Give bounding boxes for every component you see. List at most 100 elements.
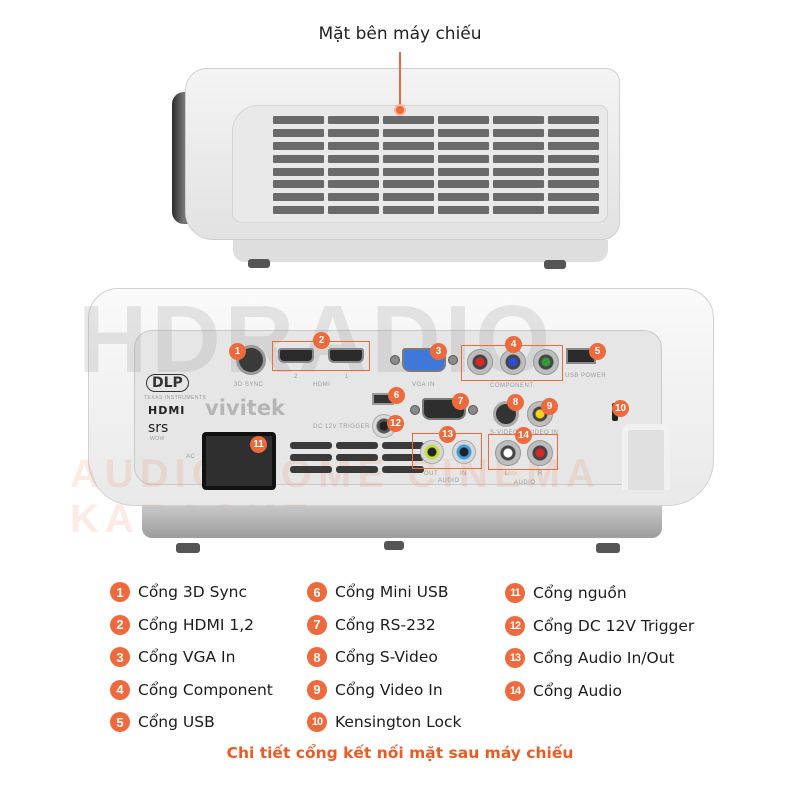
side-view-caption: Mặt bên máy chiếu [318, 24, 482, 44]
legend-number: 9 [307, 679, 327, 700]
audio-l-label: L [505, 471, 509, 477]
hdmi-label: HDMI [313, 382, 331, 388]
legend-item: 11 Cổng nguồn [505, 583, 694, 603]
hdmi-1-label: 1 [345, 374, 349, 380]
component-label: COMPONENT [490, 383, 534, 389]
legend-label: Cổng S-Video [335, 648, 438, 666]
leader-dot [394, 104, 406, 116]
legend-item: 8 Cổng S-Video [307, 647, 461, 667]
audio-lr-label: AUDIO [514, 480, 536, 486]
callout-badge-13: 13 [439, 426, 456, 443]
s-video-label: S-VIDEO [490, 430, 519, 436]
3d-sync-label: 3D SYNC [234, 382, 264, 388]
adjust-foot [596, 543, 620, 553]
hdmi-port-2 [278, 348, 314, 363]
audio-io-label: AUDIO [438, 478, 460, 484]
usb-power-label: USB POWER [565, 373, 607, 379]
callout-badge-10: 10 [612, 400, 629, 417]
legend-item: 3 Cổng VGA In [110, 647, 273, 667]
legend-label: Cổng Component [138, 680, 273, 699]
legend-item: 9 Cổng Video In [307, 679, 461, 700]
legend-number: 13 [505, 648, 525, 668]
dlp-logo: DLP [146, 374, 189, 392]
legend-label: Cổng DC 12V Trigger [533, 616, 695, 635]
legend-item: 14 Cổng Audio [505, 680, 694, 701]
legend-number: 10 [307, 712, 327, 732]
legend-item: 7 Cổng RS-232 [307, 614, 461, 635]
legend-number: 11 [505, 583, 525, 603]
callout-badge-5: 5 [589, 343, 606, 360]
legend-item: 1 Cổng 3D Sync [110, 582, 273, 602]
dlp-logo-sub: TEXAS INSTRUMENTS [144, 395, 207, 401]
component-pr-port [467, 349, 493, 375]
legend-label: Cổng VGA In [138, 648, 236, 666]
legend-item: 13 Cổng Audio In/Out [505, 648, 694, 668]
vga-screw [390, 355, 400, 365]
hdmi-2-label: 2 [294, 374, 298, 380]
component-y-port [533, 349, 559, 375]
legend-item: 6 Cổng Mini USB [307, 582, 461, 602]
legend-label: Cổng HDMI 1,2 [138, 615, 255, 634]
legend-label: Cổng Mini USB [335, 583, 449, 601]
adjust-foot [384, 541, 404, 550]
legend-label: Cổng 3D Sync [138, 583, 247, 601]
legend-item: 4 Cổng Component [110, 679, 273, 700]
callout-badge-8: 8 [507, 394, 524, 411]
legend-number: 5 [110, 712, 130, 732]
callout-badge-7: 7 [452, 393, 469, 410]
audio-r-port [527, 440, 553, 466]
callout-badge-9: 9 [541, 398, 558, 415]
legend-label: Cổng Audio In/Out [533, 649, 675, 667]
callout-badge-6: 6 [388, 387, 405, 404]
legend-label: Cổng RS-232 [335, 615, 436, 634]
hdmi-port-1 [328, 348, 364, 363]
srs-logo-sub: WOW [150, 436, 165, 442]
hdmi-logo: HDMI [148, 404, 186, 417]
side-base [233, 240, 608, 262]
legend-label: Cổng Audio [533, 681, 622, 700]
side-vent-grille [232, 105, 608, 223]
legend-number: 7 [307, 614, 327, 635]
rear-vent [290, 442, 424, 473]
ac-label: AC [186, 454, 196, 460]
leader-line [399, 52, 401, 107]
legend-number: 3 [110, 647, 130, 667]
legend-number: 4 [110, 679, 130, 700]
legend-column-2: 6 Cổng Mini USB 7 Cổng RS-232 8 Cổng S-Vide… [307, 582, 461, 732]
legend-number: 6 [307, 582, 327, 602]
vga-in-label: VGA IN [412, 382, 436, 388]
legend-label: Cổng USB [138, 713, 215, 731]
vivitek-logo: vivitek [205, 396, 286, 420]
legend-number: 1 [110, 582, 130, 602]
dc-trigger-label: DC 12V TRIGGER [313, 424, 370, 430]
component-pb-port [500, 349, 526, 375]
legend-label: Cổng Video In [335, 680, 443, 699]
srs-logo: SRS [148, 420, 169, 436]
audio-r-label: R [538, 471, 543, 477]
audio-in-label: IN [460, 471, 467, 477]
rear-base [142, 506, 662, 538]
callout-badge-12: 12 [387, 415, 404, 432]
adjust-foot [248, 259, 270, 268]
callout-badge-1: 1 [229, 343, 246, 360]
legend-label: Cổng nguồn [533, 584, 627, 602]
adjust-foot [544, 260, 566, 269]
vga-screw [448, 355, 458, 365]
rs232-screw [410, 405, 420, 415]
callout-badge-3: 3 [430, 343, 447, 360]
security-bar [622, 424, 670, 490]
legend-number: 14 [505, 680, 525, 701]
audio-in-port [452, 440, 476, 464]
callout-badge-14: 14 [515, 427, 532, 444]
rs232-screw [468, 405, 478, 415]
audio-l-port [495, 440, 521, 466]
legend-item: 5 Cổng USB [110, 712, 273, 732]
callout-badge-11: 11 [250, 436, 267, 453]
legend-number: 8 [307, 647, 327, 667]
ac-power-inlet [202, 432, 276, 490]
